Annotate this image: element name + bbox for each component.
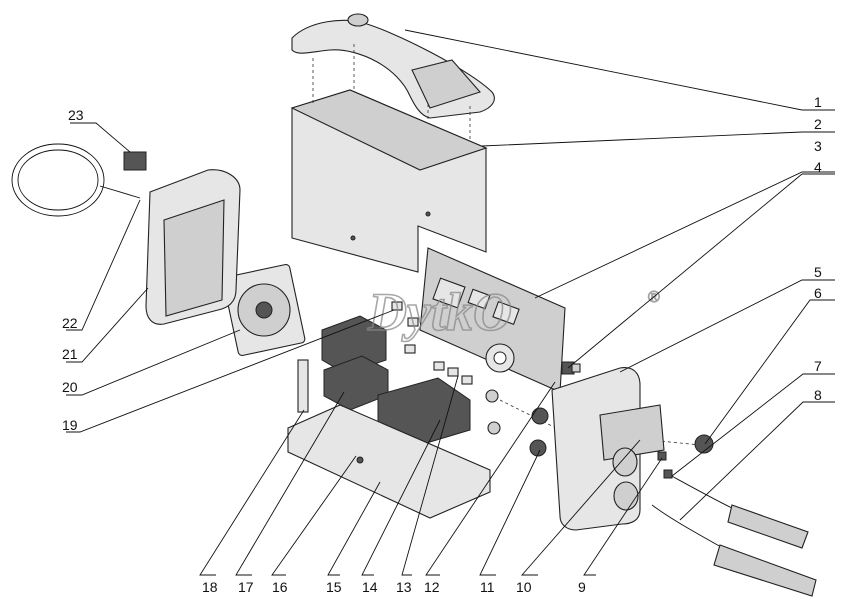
part-rear-panel (145, 169, 241, 325)
part-knob (694, 434, 714, 454)
part-fan (222, 263, 306, 357)
part-cables-clamps (651, 451, 817, 597)
part-potentiometer (561, 361, 581, 375)
callout-6: 6 (814, 285, 822, 301)
watermark-text: DytkO (367, 282, 512, 342)
callout-22: 22 (62, 315, 78, 331)
callout-2: 2 (814, 116, 822, 132)
callout-23: 23 (68, 107, 84, 123)
part-cable-coil (11, 143, 141, 217)
callout-12: 12 (424, 579, 440, 595)
callout-18: 18 (202, 579, 218, 595)
callout-15: 15 (326, 579, 342, 595)
callout-11: 11 (480, 579, 495, 595)
part-switch (123, 151, 147, 171)
watermark: DytkO ® (366, 281, 660, 343)
callout-10: 10 (516, 579, 532, 595)
callout-16: 16 (272, 579, 288, 595)
part-heatsinks (321, 301, 473, 449)
callout-14: 14 (362, 579, 378, 595)
callout-4: 4 (814, 159, 822, 175)
part-bracket (297, 359, 309, 413)
watermark-registered-mark: ® (648, 289, 660, 306)
part-handle (291, 13, 495, 119)
callout-8: 8 (814, 387, 822, 403)
callout-1: 1 (814, 94, 822, 110)
callout-5: 5 (814, 264, 822, 280)
callout-20: 20 (62, 379, 78, 395)
callout-21: 21 (62, 346, 78, 362)
part-top-cover (290, 89, 488, 273)
part-main-pcb (419, 247, 566, 393)
callout-3: 3 (814, 138, 822, 154)
callout-9: 9 (578, 579, 586, 595)
callout-17: 17 (238, 579, 254, 595)
leader-lines (66, 29, 835, 576)
callout-13: 13 (396, 579, 412, 595)
part-connectors (485, 389, 549, 457)
part-base-tray (287, 404, 491, 519)
callout-19: 19 (62, 417, 78, 433)
callout-7: 7 (814, 358, 822, 374)
part-front-panel (551, 367, 665, 531)
callout-labels: 1 2 3 4 5 6 7 8 9 10 11 12 13 14 15 16 1… (62, 94, 822, 595)
